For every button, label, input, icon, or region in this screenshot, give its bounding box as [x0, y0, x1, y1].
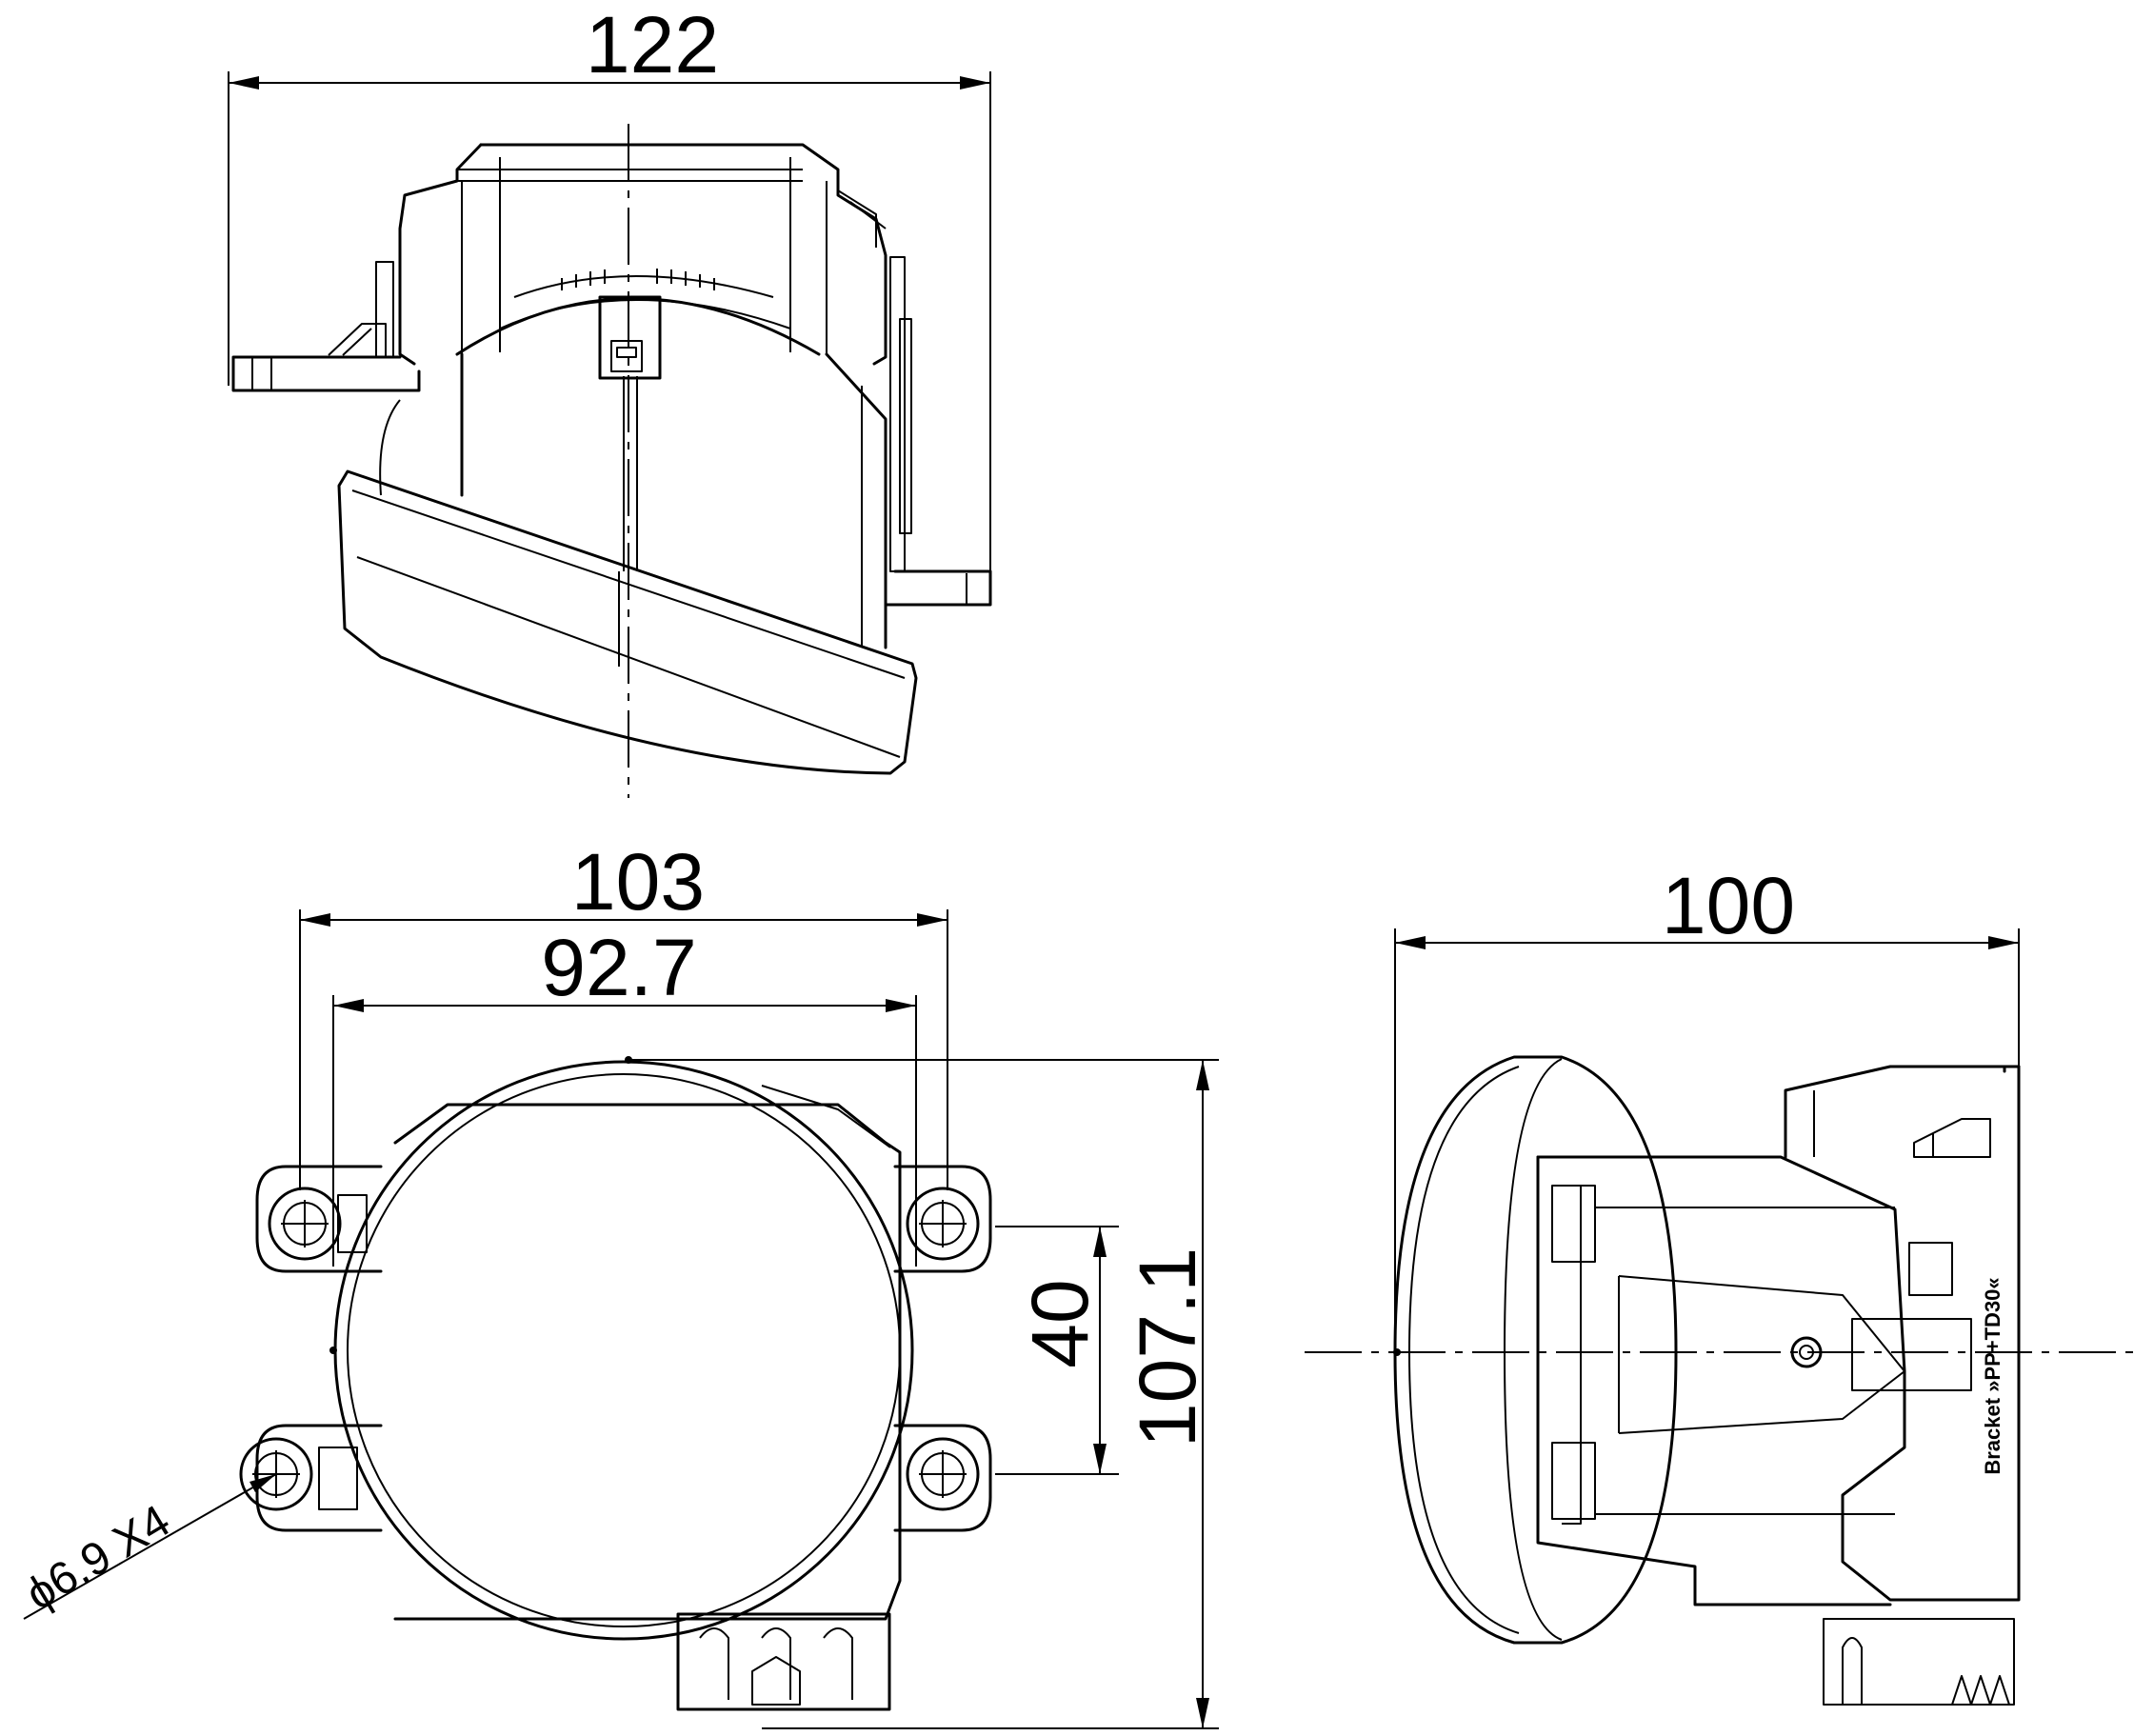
mount-ear-top-right: [893, 1165, 992, 1273]
side-bottom-connector: [1823, 1618, 2015, 1706]
side-view: 100 Bracket »PP+TD3: [1305, 861, 2134, 1706]
hole-spec-label: ϕ6.9 X4: [17, 1496, 178, 1621]
front-view: 103 92.7 107.1 40: [17, 837, 1219, 1729]
dim-122-label: 122: [586, 0, 719, 90]
top-view: 122: [228, 0, 992, 798]
mount-ear-bottom-right: [893, 1424, 992, 1532]
lens-outer: [333, 1060, 914, 1641]
mount-ear-bottom-left: [239, 1424, 383, 1532]
dim-40-label: 40: [1015, 1279, 1105, 1367]
lens-inner: [347, 1073, 901, 1627]
dim-92-7-label: 92.7: [541, 923, 697, 1012]
mount-ear-top-left: [255, 1165, 383, 1273]
bracket-label: Bracket »PP+TD30«: [1981, 1277, 2004, 1474]
bottom-connector: [676, 1612, 891, 1711]
grille-ticks: [561, 269, 715, 290]
dim-103-label: 103: [571, 837, 705, 927]
dim-107-1-label: 107.1: [1123, 1247, 1212, 1447]
dim-100-label: 100: [1662, 861, 1795, 950]
